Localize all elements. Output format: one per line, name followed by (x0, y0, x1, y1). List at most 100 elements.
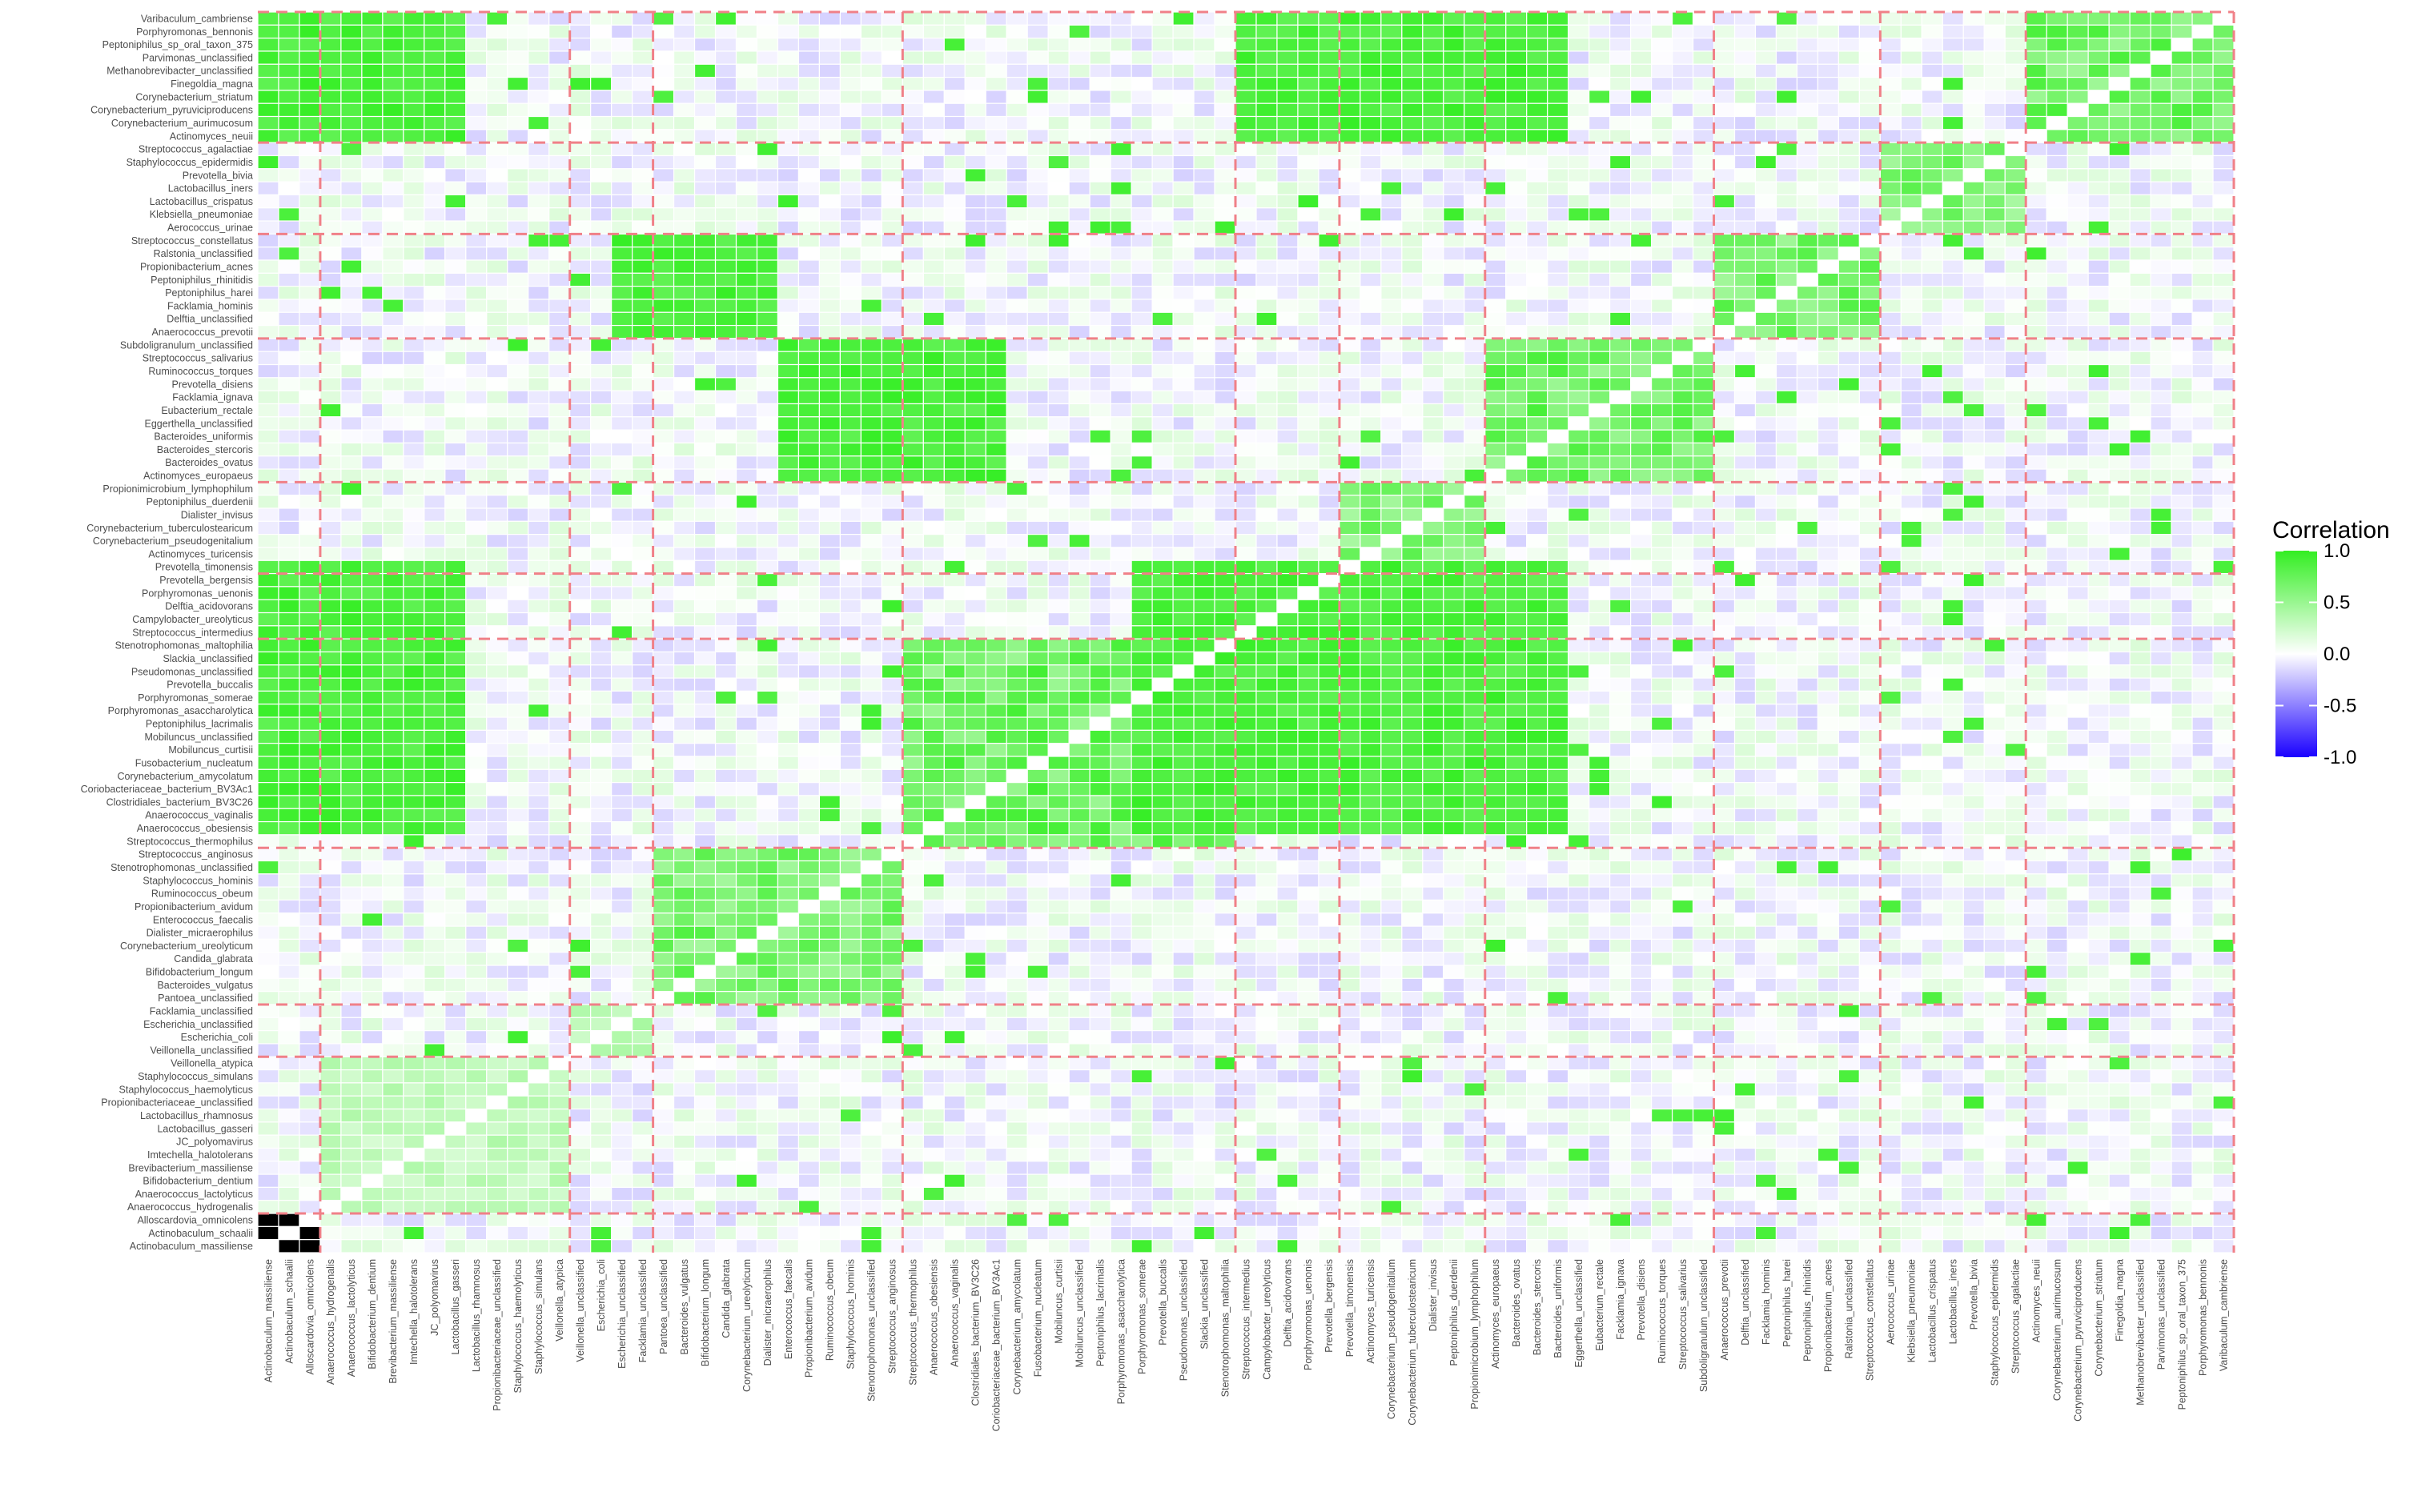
heatmap-cell (611, 377, 633, 391)
heatmap-cell (1692, 233, 1715, 248)
heatmap-cell (673, 534, 696, 548)
heatmap-cell (902, 664, 924, 679)
heatmap-cell (1068, 102, 1091, 118)
heatmap-cell (922, 311, 945, 327)
heatmap-cell (590, 351, 613, 366)
heatmap-cell (860, 102, 882, 118)
heatmap-cell (1505, 351, 1528, 366)
heatmap-cell (2108, 102, 2131, 118)
heatmap-cell (1754, 520, 1777, 535)
heatmap-cell (902, 559, 924, 575)
heatmap-cell (403, 625, 425, 640)
heatmap-cell (1339, 142, 1361, 157)
heatmap-cell (2067, 455, 2089, 470)
heatmap-cell (1609, 168, 1632, 182)
heatmap-cell (1900, 664, 1922, 679)
heatmap-cell (1568, 586, 1590, 600)
heatmap-cell (1318, 338, 1340, 352)
heatmap-cell (465, 76, 488, 91)
heatmap-cell (1505, 299, 1528, 313)
heatmap-cell (881, 286, 903, 300)
heatmap-cell (797, 599, 821, 614)
heatmap-cell (1422, 416, 1444, 431)
heatmap-cell (1151, 324, 1174, 339)
heatmap-cell (839, 259, 862, 274)
heatmap-cell (1110, 247, 1132, 261)
heatmap-cell (299, 638, 321, 653)
heatmap-cell (1297, 690, 1319, 705)
heatmap-cell (1110, 338, 1132, 352)
heatmap-cell (2108, 403, 2131, 418)
heatmap-cell (1568, 115, 1590, 130)
heatmap-cell (985, 50, 1007, 65)
heatmap-cell (1339, 76, 1361, 91)
heatmap-cell (2129, 286, 2151, 300)
heatmap-cell (756, 220, 779, 235)
heatmap-cell (2171, 403, 2193, 418)
heatmap-cell (1235, 181, 1257, 196)
heatmap-cell (1962, 181, 1985, 196)
heatmap-cell (1817, 377, 1839, 391)
heatmap-cell (1838, 664, 1860, 679)
heatmap-cell (1068, 129, 1091, 143)
heatmap-cell (444, 520, 467, 535)
heatmap-cell (1713, 154, 1736, 170)
heatmap-cell (1172, 468, 1195, 483)
heatmap-cell (1318, 168, 1340, 182)
heatmap-cell (2046, 442, 2068, 457)
heatmap-cell (1879, 24, 1902, 39)
heatmap-cell (486, 690, 508, 705)
heatmap-cell (1255, 547, 1278, 561)
heatmap-cell (1006, 299, 1028, 313)
heatmap-cell (2025, 559, 2047, 575)
heatmap-cell (1692, 324, 1715, 339)
heatmap-cell (611, 102, 633, 118)
heatmap-cell (569, 207, 592, 222)
heatmap-cell (1817, 429, 1839, 444)
heatmap-cell (1068, 76, 1091, 91)
heatmap-cell (2171, 154, 2193, 170)
heatmap-cell (1838, 194, 1860, 209)
heatmap-cell (943, 481, 966, 496)
heatmap-cell (1505, 220, 1528, 235)
heatmap-cell (1526, 495, 1548, 509)
heatmap-cell (1942, 90, 1964, 104)
heatmap-cell (1047, 677, 1070, 692)
heatmap-cell (1858, 247, 1881, 261)
heatmap-cell (2108, 115, 2131, 130)
heatmap-cell (860, 507, 882, 522)
heatmap-cell (611, 63, 633, 78)
heatmap-cell (1464, 481, 1486, 496)
heatmap-cell (881, 664, 903, 679)
heatmap-cell (2150, 586, 2172, 600)
heatmap-cell (1838, 455, 1860, 470)
heatmap-cell (590, 142, 613, 157)
heatmap-cell (1921, 403, 1943, 418)
heatmap-cell (922, 76, 945, 91)
heatmap-cell (1733, 455, 1757, 470)
heatmap-cell (1775, 115, 1798, 130)
heatmap-cell (1068, 194, 1091, 209)
heatmap-cell (1193, 129, 1215, 143)
heatmap-cell (1630, 599, 1653, 614)
heatmap-cell (881, 50, 903, 65)
heatmap-cell (1214, 377, 1236, 391)
heatmap-cell (1214, 677, 1236, 692)
heatmap-cell (985, 63, 1007, 78)
heatmap-cell (1360, 534, 1382, 548)
heatmap-cell (1817, 338, 1839, 352)
heatmap-cell (1879, 612, 1902, 627)
heatmap-cell (943, 651, 966, 666)
heatmap-cell (1589, 207, 1611, 222)
heatmap-cell (839, 233, 862, 248)
heatmap-cell (1235, 442, 1257, 457)
heatmap-cell (548, 638, 571, 653)
heatmap-cell (1214, 168, 1236, 182)
heatmap-cell (985, 429, 1007, 444)
heatmap-cell (1650, 129, 1673, 143)
heatmap-cell (424, 599, 446, 614)
heatmap-cell (881, 429, 903, 444)
heatmap-cell (1255, 664, 1278, 679)
heatmap-cell (1692, 220, 1715, 235)
heatmap-cell (2025, 363, 2047, 379)
